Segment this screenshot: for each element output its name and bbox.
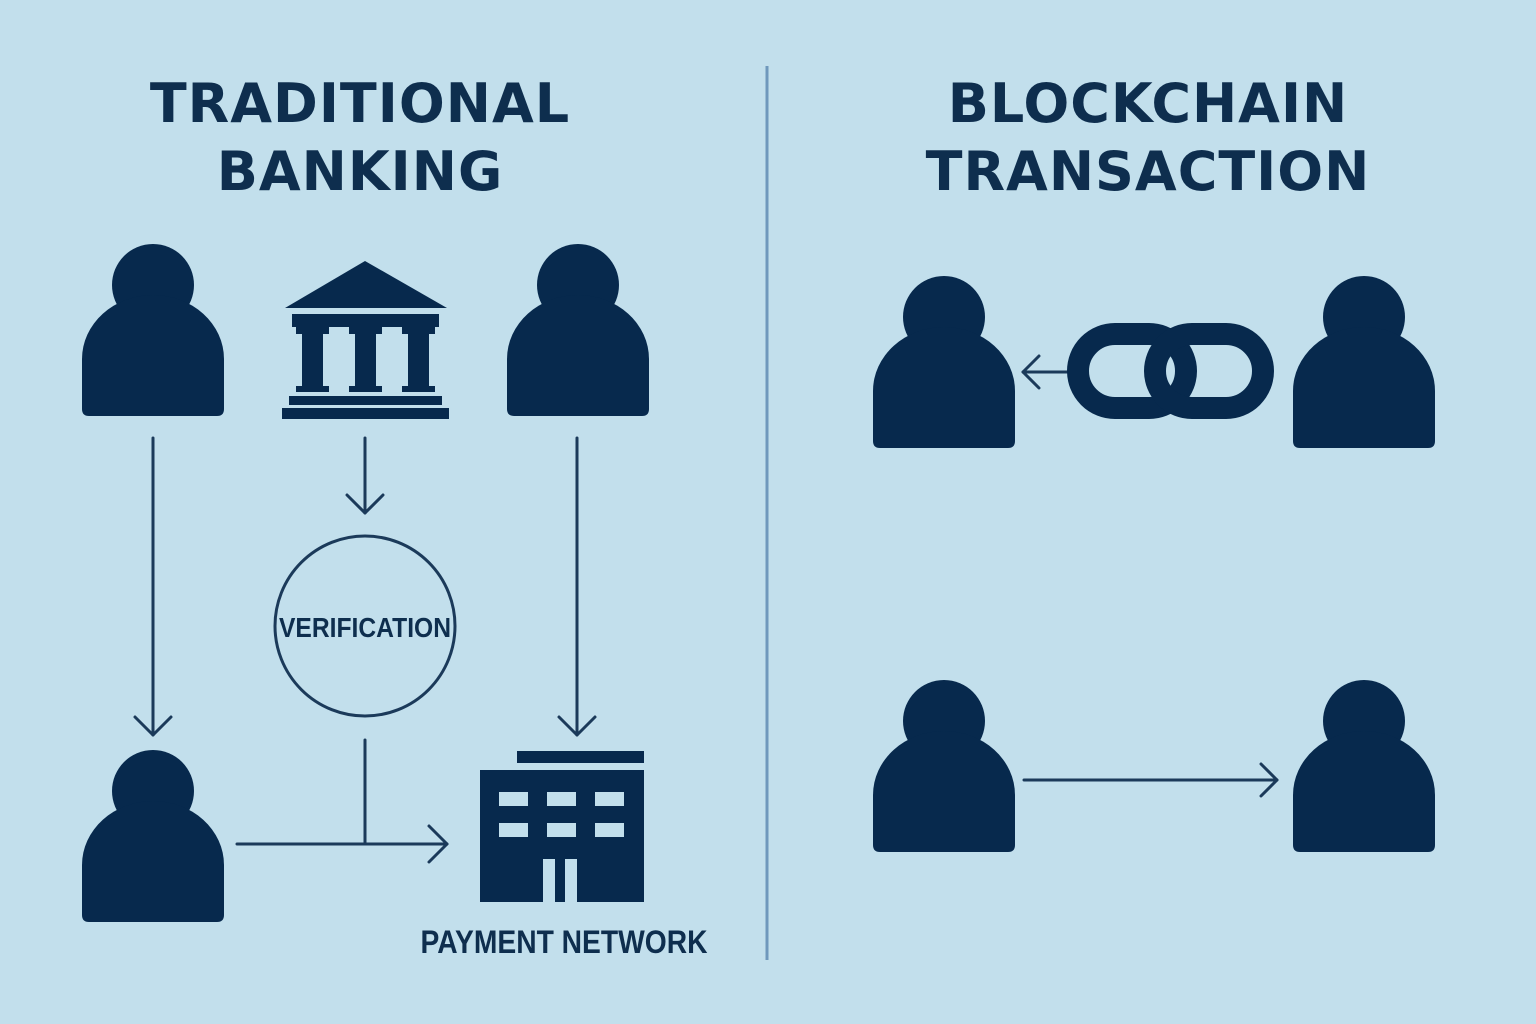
blockchain-title-line1: BLOCKCHAIN: [947, 72, 1349, 135]
blockchain-receiver-person-icon: [873, 276, 1015, 448]
chain-link-icon: [1067, 323, 1274, 419]
arrow-sender-down: [133, 436, 173, 737]
blockchain-title-line2: TRANSACTION: [925, 140, 1371, 203]
arrow-receiver-down: [557, 436, 597, 737]
blockchain-sender-person-icon: [1293, 276, 1435, 448]
traditional-title-line1: TRADITIONAL: [149, 72, 571, 135]
traditional-banking-title: TRADITIONAL BANKING: [60, 70, 660, 206]
bank-icon: [282, 261, 449, 419]
p2p-receiver-person-icon: [1293, 680, 1435, 852]
arrow-peer-to-peer: [1022, 762, 1279, 798]
intermediary-person-icon: [82, 750, 224, 922]
verification-node: VERIFICATION: [273, 534, 457, 718]
p2p-sender-person-icon: [873, 680, 1015, 852]
verification-label: VERIFICATION: [279, 612, 451, 643]
blockchain-transaction-title: BLOCKCHAIN TRANSACTION: [848, 70, 1448, 206]
sender-person-icon: [82, 244, 224, 416]
payment-network-building-icon: [480, 751, 644, 902]
traditional-title-line2: BANKING: [216, 140, 504, 203]
arrow-chain-to-person: [1021, 354, 1070, 390]
arrow-to-payment-network: [235, 738, 449, 864]
payment-network-label: PAYMENT NETWORK: [421, 924, 708, 960]
arrow-bank-to-verification: [345, 436, 385, 515]
receiver-person-icon: [507, 244, 649, 416]
